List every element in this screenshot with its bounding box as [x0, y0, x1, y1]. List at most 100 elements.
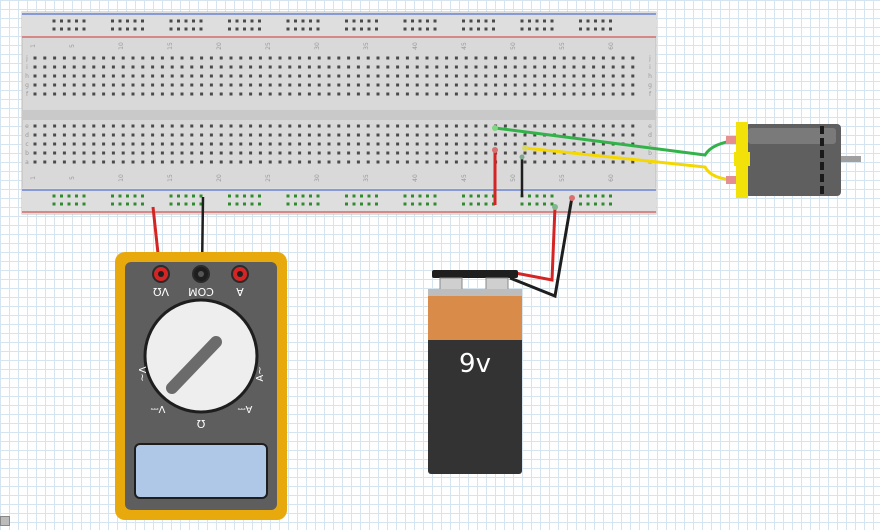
- breadboard-hole[interactable]: [494, 83, 498, 87]
- rail-hole[interactable]: [192, 27, 195, 31]
- breadboard-hole[interactable]: [621, 74, 625, 78]
- breadboard-hole[interactable]: [170, 65, 174, 69]
- breadboard-hole[interactable]: [552, 92, 556, 96]
- dc-motor[interactable]: [726, 122, 861, 198]
- breadboard-hole[interactable]: [249, 74, 253, 78]
- breadboard-hole[interactable]: [33, 151, 37, 155]
- rail-hole[interactable]: [360, 202, 363, 206]
- rail-hole[interactable]: [433, 202, 437, 206]
- breadboard-hole[interactable]: [454, 56, 458, 60]
- breadboard-hole[interactable]: [543, 124, 547, 128]
- breadboard-hole[interactable]: [298, 56, 302, 60]
- breadboard-hole[interactable]: [141, 124, 145, 128]
- breadboard-hole[interactable]: [396, 124, 400, 128]
- breadboard-hole[interactable]: [33, 56, 37, 60]
- rail-hole[interactable]: [250, 27, 254, 31]
- breadboard-hole[interactable]: [631, 83, 635, 87]
- breadboard-hole[interactable]: [160, 124, 164, 128]
- rail-hole[interactable]: [301, 27, 305, 31]
- rail-hole[interactable]: [367, 27, 371, 31]
- breadboard-hole[interactable]: [523, 160, 527, 164]
- breadboard-hole[interactable]: [258, 133, 262, 137]
- breadboard-hole[interactable]: [562, 142, 566, 146]
- rail-hole[interactable]: [352, 194, 356, 198]
- rail-hole[interactable]: [411, 202, 414, 206]
- breadboard-hole[interactable]: [592, 160, 596, 164]
- rail-hole[interactable]: [52, 194, 56, 198]
- breadboard-hole[interactable]: [356, 124, 360, 128]
- breadboard-hole[interactable]: [464, 124, 468, 128]
- rail-hole[interactable]: [352, 27, 356, 31]
- breadboard-hole[interactable]: [170, 56, 174, 60]
- breadboard-hole[interactable]: [43, 56, 47, 60]
- breadboard-hole[interactable]: [82, 56, 86, 60]
- breadboard-hole[interactable]: [572, 65, 576, 69]
- breadboard-hole[interactable]: [298, 74, 302, 78]
- breadboard-hole[interactable]: [405, 56, 409, 60]
- rail-hole[interactable]: [594, 19, 597, 23]
- rail-hole[interactable]: [258, 202, 261, 206]
- breadboard[interactable]: 1155101015152020252530303535404045455050…: [21, 11, 657, 215]
- breadboard-hole[interactable]: [366, 74, 370, 78]
- breadboard-hole[interactable]: [592, 83, 596, 87]
- breadboard-hole[interactable]: [102, 151, 106, 155]
- breadboard-hole[interactable]: [131, 83, 135, 87]
- rail-hole[interactable]: [316, 194, 320, 198]
- breadboard-hole[interactable]: [249, 83, 253, 87]
- breadboard-hole[interactable]: [464, 56, 468, 60]
- breadboard-hole[interactable]: [190, 83, 194, 87]
- rail-hole[interactable]: [67, 19, 71, 23]
- breadboard-hole[interactable]: [543, 74, 547, 78]
- breadboard-hole[interactable]: [327, 133, 331, 137]
- breadboard-hole[interactable]: [200, 83, 204, 87]
- rail-hole[interactable]: [411, 19, 414, 23]
- rail-hole[interactable]: [579, 19, 582, 23]
- rail-hole[interactable]: [345, 19, 348, 23]
- breadboard-hole[interactable]: [396, 74, 400, 78]
- breadboard-hole[interactable]: [209, 151, 213, 155]
- breadboard-hole[interactable]: [445, 133, 449, 137]
- breadboard-hole[interactable]: [366, 151, 370, 155]
- rail-hole[interactable]: [426, 202, 429, 206]
- breadboard-hole[interactable]: [552, 83, 556, 87]
- breadboard-hole[interactable]: [337, 74, 341, 78]
- breadboard-hole[interactable]: [366, 92, 370, 96]
- breadboard-hole[interactable]: [268, 83, 272, 87]
- breadboard-hole[interactable]: [229, 83, 233, 87]
- breadboard-hole[interactable]: [298, 83, 302, 87]
- breadboard-hole[interactable]: [111, 83, 115, 87]
- rail-hole[interactable]: [60, 202, 63, 206]
- breadboard-hole[interactable]: [425, 160, 429, 164]
- breadboard-hole[interactable]: [611, 83, 615, 87]
- rail-hole[interactable]: [82, 202, 86, 206]
- breadboard-hole[interactable]: [278, 92, 282, 96]
- breadboard-hole[interactable]: [356, 142, 360, 146]
- breadboard-hole[interactable]: [601, 124, 605, 128]
- breadboard-hole[interactable]: [503, 142, 507, 146]
- breadboard-hole[interactable]: [425, 124, 429, 128]
- breadboard-hole[interactable]: [268, 74, 272, 78]
- rail-hole[interactable]: [535, 194, 539, 198]
- breadboard-hole[interactable]: [631, 65, 635, 69]
- rail-hole[interactable]: [309, 27, 312, 31]
- breadboard-hole[interactable]: [180, 133, 184, 137]
- breadboard-hole[interactable]: [307, 83, 311, 87]
- breadboard-hole[interactable]: [337, 151, 341, 155]
- breadboard-hole[interactable]: [200, 65, 204, 69]
- breadboard-hole[interactable]: [160, 160, 164, 164]
- rail-hole[interactable]: [301, 19, 305, 23]
- rail-hole[interactable]: [294, 27, 297, 31]
- breadboard-hole[interactable]: [572, 160, 576, 164]
- breadboard-hole[interactable]: [601, 142, 605, 146]
- breadboard-hole[interactable]: [82, 83, 86, 87]
- breadboard-hole[interactable]: [180, 151, 184, 155]
- breadboard-hole[interactable]: [249, 142, 253, 146]
- breadboard-rail-holes[interactable]: [52, 19, 613, 206]
- breadboard-hole[interactable]: [562, 124, 566, 128]
- rail-hole[interactable]: [52, 202, 56, 206]
- breadboard-hole[interactable]: [445, 83, 449, 87]
- breadboard-hole[interactable]: [445, 160, 449, 164]
- breadboard-hole[interactable]: [533, 151, 537, 155]
- breadboard-hole[interactable]: [445, 56, 449, 60]
- rail-hole[interactable]: [528, 194, 531, 198]
